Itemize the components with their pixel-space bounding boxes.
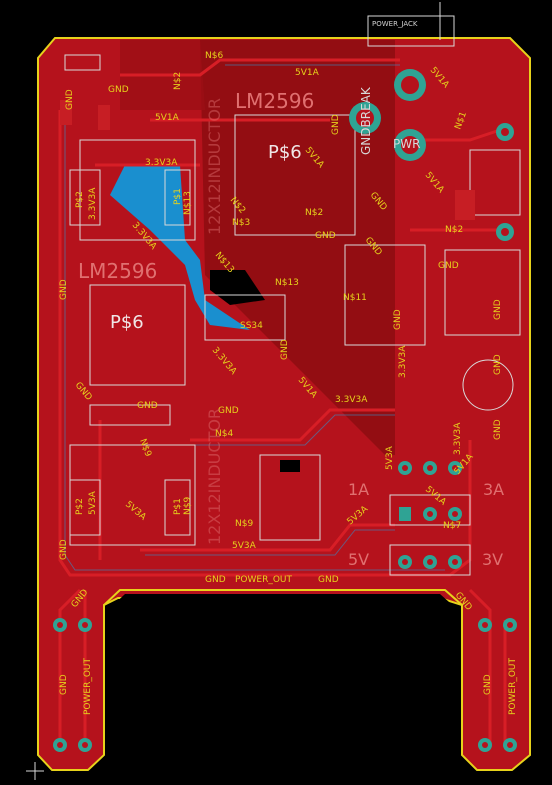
label-gnd-right-low: GND	[493, 419, 503, 440]
label-gnd-top: GND	[108, 85, 129, 95]
label-gnd-bottom-right: GND	[318, 575, 339, 585]
trace-outlines	[64, 64, 445, 571]
label-n13-vert: N$13	[183, 191, 193, 215]
label-n3: N$3	[232, 218, 250, 228]
label-pwr: PWR	[393, 137, 420, 151]
label-gnd-right-3: GND	[483, 674, 493, 695]
label-p6-top: P$6	[268, 142, 302, 163]
label-3v: 3V	[482, 550, 503, 569]
label-power-jack: POWER_JACK	[372, 20, 418, 28]
label-inductor-bottom: 12X12INDUCTOR	[205, 408, 224, 545]
label-gnd-left-mid: GND	[137, 401, 158, 411]
label-5v3a-right: 5V3A	[385, 445, 395, 470]
label-gnd-left-1: GND	[59, 279, 69, 300]
top-copper-region	[200, 40, 395, 455]
blue-copper-pour	[110, 165, 250, 330]
board-cutout	[108, 594, 458, 770]
label-p1-bottom: P$1	[173, 498, 183, 515]
label-5v: 5V	[348, 550, 369, 569]
label-gnd-ind: GND	[393, 309, 403, 330]
label-power-out-right: POWER_OUT	[508, 657, 518, 715]
label-1a: 1A	[348, 480, 369, 499]
black-pad-region	[210, 270, 265, 305]
pads	[53, 54, 517, 752]
label-n4: N$4	[215, 429, 233, 439]
label-3v3a-p2: 3.3V3A	[88, 187, 98, 220]
label-5v3a-p2: 5V3A	[88, 490, 98, 515]
label-3v3a-mid: 3.3V3A	[335, 395, 368, 405]
traces	[58, 58, 507, 745]
label-3v3a-lower: 3.3V3A	[453, 422, 463, 455]
label-gnd-left-3: GND	[59, 674, 69, 695]
label-n7: N$7	[443, 521, 461, 531]
label-gnd-right-cap: GND	[493, 354, 503, 375]
label-power-out: POWER_OUT	[235, 575, 293, 585]
board-inner-outline	[103, 589, 463, 755]
label-p1-top: P$1	[173, 188, 183, 205]
label-n9-vert: N$9	[183, 497, 193, 515]
label-gnd-ss34: GND	[280, 339, 290, 360]
label-lm2596-left: LM2596	[78, 259, 157, 283]
label-gnd-right-mid: GND	[493, 299, 503, 320]
label-5v3a-bottom: 5V3A	[232, 541, 257, 551]
label-n11: N$11	[343, 293, 367, 303]
label-gnd-mid: GND	[315, 231, 336, 241]
label-n2-mid: N$2	[305, 208, 323, 218]
label-3a: 3A	[483, 480, 504, 499]
label-ss34-top: SS34	[240, 321, 263, 331]
label-n6: N$6	[205, 51, 223, 61]
label-n2-top: N$2	[173, 72, 183, 90]
silkscreen	[69, 15, 521, 576]
label-n13: N$13	[275, 278, 299, 288]
label-gnd-left-top: GND	[65, 89, 75, 110]
origin-crosshair	[26, 2, 441, 780]
label-power-out-left: POWER_OUT	[83, 657, 93, 715]
label-gnd-lower: GND	[218, 406, 239, 416]
label-gnd-right: GND	[438, 261, 459, 271]
label-p2-top: P$2	[75, 191, 85, 208]
label-p2-bottom: P$2	[75, 498, 85, 515]
label-gnd-center: GND	[331, 114, 341, 135]
label-gnd-left-2: GND	[59, 539, 69, 560]
label-lm2596-top: LM2596	[235, 89, 314, 113]
label-5v1a-top: 5V1A	[295, 68, 320, 78]
label-5v1a-left: 5V1A	[155, 113, 180, 123]
label-3v3a-top: 3.3V3A	[145, 158, 178, 168]
label-p6-left: P$6	[110, 312, 144, 333]
label-inductor-top: 12X12INDUCTOR	[205, 98, 224, 235]
label-n2-right: N$2	[445, 225, 463, 235]
label-n9: N$9	[235, 519, 253, 529]
label-gndbreak: GNDBREAK	[359, 86, 373, 155]
label-3v3a-right: 3.3V3A	[398, 345, 408, 378]
label-gnd-bottom-left: GND	[205, 575, 226, 585]
